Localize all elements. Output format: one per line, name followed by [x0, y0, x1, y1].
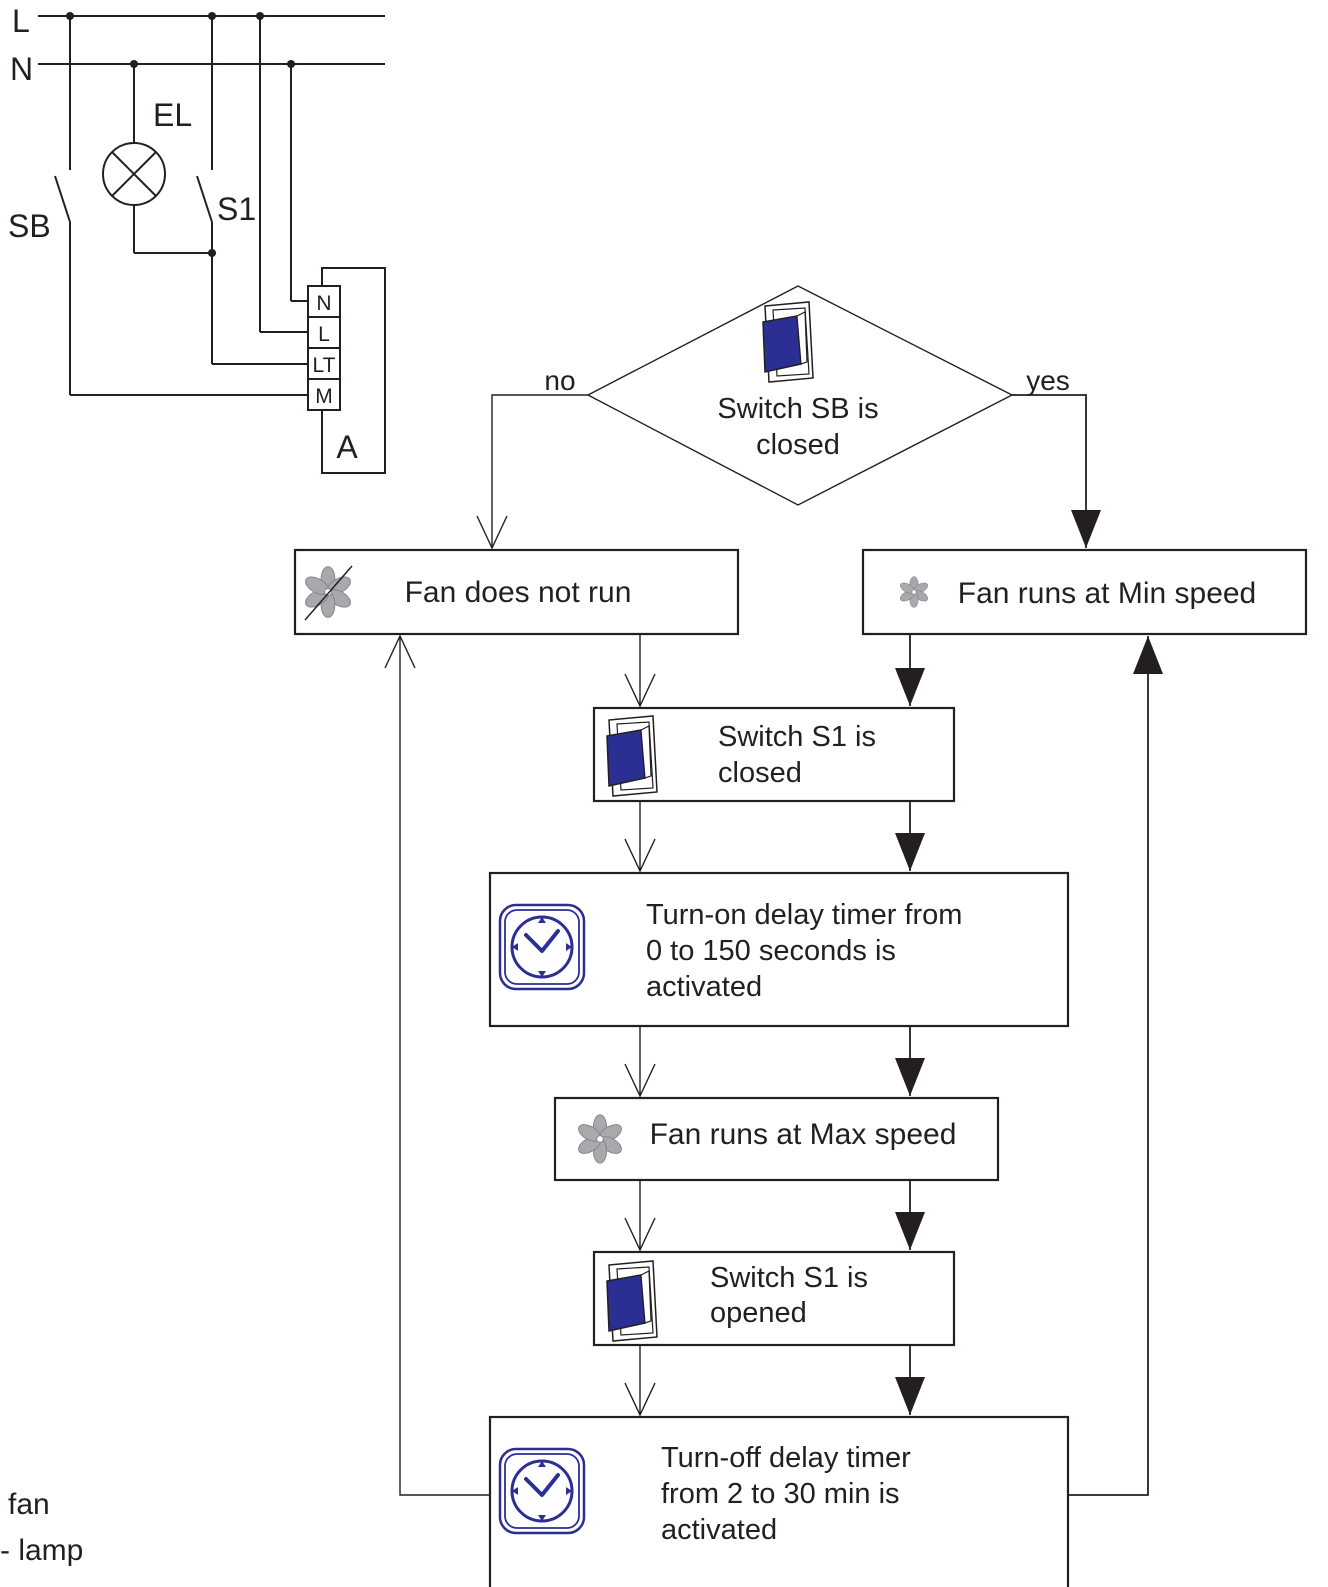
switch-sb-contact	[54, 175, 71, 223]
s1-closed-line2: closed	[718, 757, 802, 789]
box-fan-does-not-run: Fan does not run	[293, 548, 740, 636]
device-a-body	[321, 267, 386, 474]
timer-off-line3: activated	[661, 1514, 777, 1546]
wiring-schematic	[38, 15, 386, 474]
label-lamp-el: EL	[153, 97, 192, 133]
timer-on-line2: 0 to 150 seconds is	[646, 935, 896, 967]
label-line-l: L	[12, 3, 30, 39]
box-turn-off-timer: Turn-off delay timer from 2 to 30 min is…	[488, 1415, 1070, 1587]
legend-lamp: - lamp	[0, 1534, 83, 1567]
switch-s1-closed-icon	[606, 715, 658, 797]
s1-closed-line1: Switch S1 is	[718, 721, 876, 753]
arrow-yes-branch	[1012, 394, 1101, 548]
label-switch-sb: SB	[8, 208, 51, 244]
switch-sb-icon	[762, 301, 814, 383]
timer-on-icon	[498, 903, 586, 991]
junction-dots	[66, 12, 295, 257]
timer-off-line2: from 2 to 30 min is	[661, 1478, 900, 1510]
legend-fan: fan	[8, 1488, 50, 1521]
switch-s1-contact	[196, 175, 213, 223]
box-s1-closed: Switch S1 is closed	[592, 706, 956, 803]
decision-text-line2: closed	[756, 429, 840, 461]
switch-s1-opened-icon	[606, 1260, 658, 1342]
terminal-lt: LT	[313, 354, 336, 377]
timer-off-line1: Turn-off delay timer	[661, 1442, 911, 1474]
decision-switch-sb: Switch SB is closed	[586, 285, 1014, 506]
fan-max-text: Fan runs at Max speed	[650, 1118, 957, 1151]
box-fan-max-speed: Fan runs at Max speed	[553, 1096, 1000, 1182]
timer-on-line1: Turn-on delay timer from	[646, 899, 962, 931]
box-s1-opened: Switch S1 is opened	[592, 1250, 956, 1347]
timer-on-line3: activated	[646, 971, 762, 1003]
box-fan-min-speed: Fan runs at Min speed	[861, 548, 1308, 636]
label-yes: yes	[1026, 365, 1070, 396]
label-switch-s1: S1	[217, 191, 256, 227]
arrow-loop-back-yes	[1068, 636, 1163, 1496]
s1-opened-line1: Switch S1 is	[710, 1262, 868, 1294]
decision-text-line1: Switch SB is	[717, 393, 878, 425]
arrow-loop-back-no	[384, 634, 490, 1496]
label-no: no	[544, 365, 575, 396]
terminal-l: L	[318, 323, 330, 346]
label-device-a: A	[336, 429, 358, 465]
s1-opened-line2: opened	[710, 1297, 807, 1329]
fan-off-text: Fan does not run	[405, 576, 632, 609]
terminal-m: M	[315, 385, 333, 408]
arrow-no-branch	[476, 394, 588, 550]
fan-min-text: Fan runs at Min speed	[958, 577, 1257, 610]
timer-off-icon	[498, 1447, 586, 1535]
terminal-n: N	[316, 292, 331, 315]
label-line-n: N	[10, 51, 33, 87]
box-turn-on-timer: Turn-on delay timer from 0 to 150 second…	[488, 871, 1070, 1028]
